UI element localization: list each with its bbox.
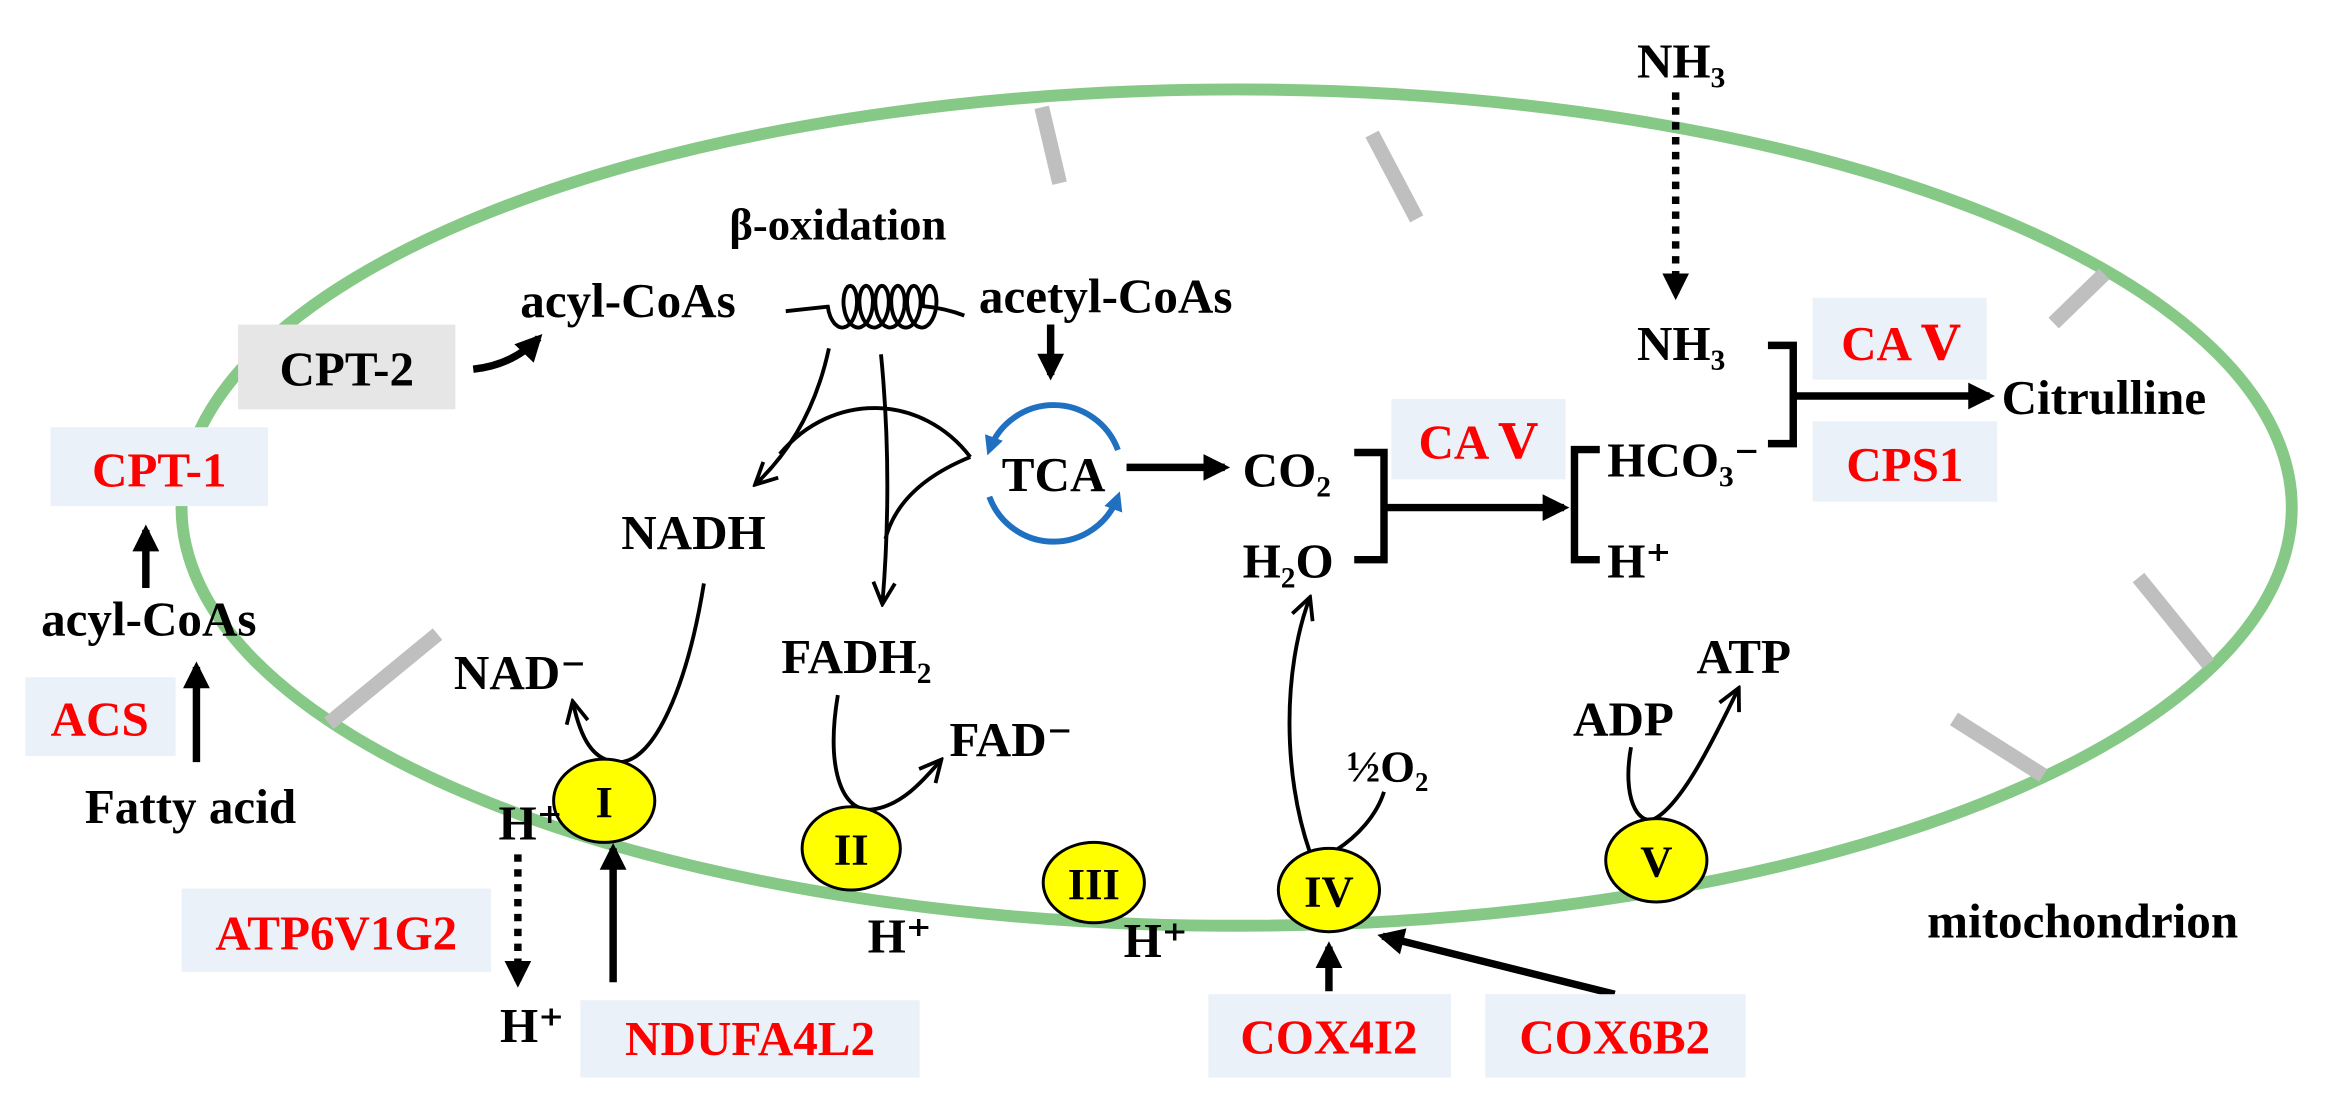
tca-cycle-icon <box>984 402 1123 545</box>
h-plus-complex-iii-label: H⁺ <box>1124 913 1188 968</box>
complex-v-label: V <box>1640 837 1672 887</box>
cpt2-label: CPT-2 <box>279 342 414 397</box>
acyl-coas-matrix-label: acyl-CoAs <box>520 273 735 328</box>
cpt1-box <box>50 427 268 507</box>
bracket-hco3-h <box>1570 445 1600 564</box>
complex-iii <box>1041 840 1146 925</box>
ndufa4l2-label: NDUFA4L2 <box>625 1011 875 1066</box>
tca-cycle-bottom-arc <box>986 491 1123 545</box>
mitochondrion-label: mitochondrion <box>1927 894 2238 949</box>
ndufa4l2-box <box>580 1000 920 1078</box>
tca-cycle-top-arc <box>984 402 1121 456</box>
crista-mark <box>324 628 443 730</box>
curve-complex-iv-to-h2o <box>1287 598 1309 852</box>
nadh-label: NADH <box>621 505 766 560</box>
mitochondrial-membrane <box>175 83 2298 932</box>
bracket-co2-h2o <box>1354 448 1388 564</box>
curve-tca-to-nadh <box>778 406 972 459</box>
cpt1-label: CPT-1 <box>92 443 227 498</box>
h-plus-complex-i-label: H⁺ <box>499 795 563 850</box>
complex-i <box>552 757 657 844</box>
fatty-acid-label: Fatty acid <box>85 779 296 834</box>
pathway-arrows <box>132 92 1996 998</box>
half-o2-label: ½O₂ <box>1347 741 1429 791</box>
complex-iv <box>1276 846 1382 934</box>
crista-mark <box>1365 130 1424 223</box>
cox4i2-label: COX4I2 <box>1240 1010 1417 1065</box>
h2o-label: H₂O <box>1243 534 1334 589</box>
ca5-first-label: CA Ⅴ <box>1418 414 1537 469</box>
ca5-second-label: CA Ⅴ <box>1841 316 1960 371</box>
acyl-coas-cytosol-label: acyl-CoAs <box>41 592 256 647</box>
atp-label: ATP <box>1697 629 1792 684</box>
curve-fadh2-to-fad <box>831 694 941 812</box>
adp-label: ADP <box>1573 691 1674 746</box>
cpt2-box <box>238 324 456 410</box>
beta-oxidation-coil-icon <box>785 283 966 330</box>
curve-half-o2-to-complex-iv <box>1335 791 1386 852</box>
complex-v <box>1604 817 1709 904</box>
nh3-matrix-label: NH₃ <box>1637 316 1725 371</box>
acs-box <box>25 677 176 757</box>
respiratory-complexes: I II III IV V <box>552 757 1709 934</box>
complex-iv-label: IV <box>1304 866 1354 916</box>
crista-mark <box>2048 268 2110 329</box>
cps1-box <box>1812 421 1998 502</box>
complex-i-label: I <box>596 777 613 827</box>
citrulline-label: Citrulline <box>2002 370 2207 425</box>
acetyl-coas-label: acetyl-CoAs <box>979 269 1233 324</box>
cox4i2-box <box>1208 994 1451 1078</box>
arrow-cpt2-to-acyl-coas <box>472 334 543 373</box>
nad-label: NAD⁻ <box>454 645 586 700</box>
fadh2-label: FADH₂ <box>781 629 931 684</box>
acs-label: ACS <box>51 691 149 746</box>
atp6v1g2-label: ATP6V1G2 <box>215 906 457 961</box>
curve-beta-oxidation-to-nadh <box>756 347 831 483</box>
h-plus-matrix-label: H⁺ <box>1607 534 1671 589</box>
label-boxes <box>25 297 1998 1078</box>
complex-ii-label: II <box>834 825 869 875</box>
fad-label: FAD⁻ <box>949 712 1072 767</box>
co2-label: CO₂ <box>1243 443 1331 498</box>
curve-nadh-to-nad <box>573 583 706 764</box>
crista-mark <box>1034 105 1067 185</box>
cps1-label: CPS1 <box>1846 437 1963 492</box>
electron-flow-curves <box>573 283 1738 852</box>
crista-mark <box>2132 572 2215 669</box>
cox6b2-box <box>1485 994 1746 1078</box>
curve-beta-oxidation-to-fadh2 <box>881 354 887 603</box>
crista-mark <box>1949 712 2048 782</box>
arrow-cox6b2-to-complex-iv <box>1377 928 1616 998</box>
tca-label: TCA <box>1002 447 1106 502</box>
cox6b2-label: COX6B2 <box>1519 1010 1710 1065</box>
hco3-label: HCO₃⁻ <box>1607 432 1759 487</box>
ca5-box-first <box>1391 398 1566 480</box>
cristae-marks <box>324 105 2215 782</box>
h-plus-complex-ii-label: H⁺ <box>868 909 932 964</box>
nh3-cytosol-label: NH₃ <box>1637 34 1725 89</box>
curve-tca-to-fadh2 <box>883 455 972 540</box>
h-plus-pumped-label: H⁺ <box>500 998 564 1053</box>
complex-iii-label: III <box>1068 859 1120 909</box>
complex-ii <box>800 805 902 892</box>
atp6v1g2-box <box>181 888 492 972</box>
beta-oxidation-label: β-oxidation <box>729 200 946 250</box>
bracket-nh3-hco3 <box>1767 341 1797 448</box>
ca5-box-second <box>1812 297 1987 380</box>
